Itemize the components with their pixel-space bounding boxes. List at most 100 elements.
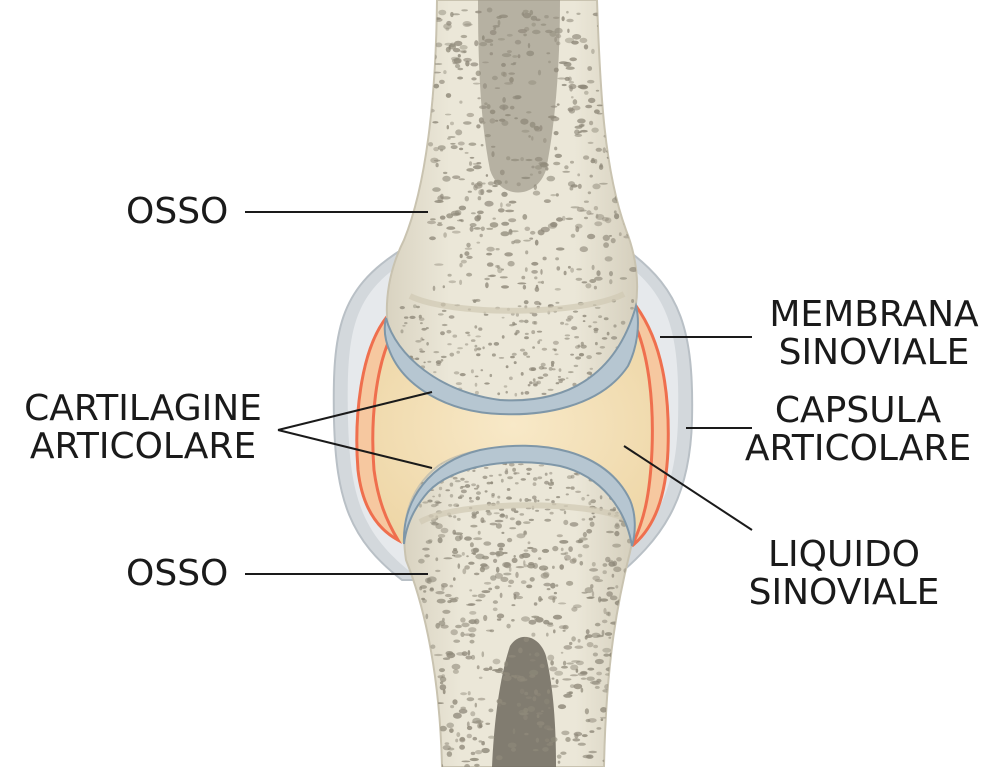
bone-pore [567, 181, 576, 187]
bone-pore [466, 272, 473, 277]
bone-pore [495, 119, 499, 122]
bone-pore [425, 327, 429, 330]
bone-pore [463, 57, 472, 62]
bone-pore [451, 663, 461, 670]
bone-pore [432, 495, 435, 498]
bone-pore [465, 331, 470, 334]
bone-pore [613, 324, 617, 328]
bone-pore [605, 217, 612, 224]
bone-pore [558, 61, 569, 65]
bone-pore [490, 575, 497, 581]
bone-pore [596, 270, 601, 277]
bone-pore [582, 544, 590, 549]
bone-pore [547, 482, 555, 486]
bone-pore [564, 165, 569, 170]
bone-pore [615, 94, 624, 97]
bone-pore [458, 708, 468, 714]
label-cartilagine-line1: CARTILAGINE [24, 388, 262, 429]
bone-pore [508, 566, 512, 572]
bone-pore [607, 141, 616, 146]
bone-pore [432, 121, 439, 124]
bone-pore [593, 330, 598, 334]
bone-pore [443, 171, 448, 175]
bone-pore [565, 493, 569, 496]
bone-pore [543, 199, 551, 204]
bone-pore [533, 184, 537, 191]
bone-pore [544, 480, 550, 485]
bone-pore [459, 279, 463, 285]
bone-pore [570, 160, 574, 164]
bone-pore [542, 747, 549, 752]
bone-pore [469, 611, 477, 615]
bone-pore [612, 507, 617, 511]
bone-pore [526, 467, 532, 471]
bone-pore [574, 125, 583, 129]
bone-pore [455, 63, 461, 69]
bone-pore [473, 537, 483, 541]
bone-pore [581, 518, 586, 521]
bone-pore [493, 558, 498, 564]
bone-pore [441, 196, 451, 200]
bone-pore [638, 13, 641, 16]
bone-pore [548, 595, 557, 600]
bone-pore [533, 602, 538, 606]
bone-pore [550, 116, 560, 122]
bone-pore [442, 175, 451, 182]
bone-pore [524, 732, 529, 736]
bone-pore [433, 83, 440, 89]
bone-pore [616, 167, 620, 171]
bone-pore [474, 325, 478, 329]
bone-pore [615, 585, 619, 589]
bone-pore [537, 229, 545, 236]
bone-pore [581, 591, 588, 594]
bone-pore [602, 689, 612, 693]
bone-pore [423, 361, 426, 364]
label-membrana-line1: MEMBRANA [769, 294, 979, 335]
bone-pore [435, 591, 445, 595]
bone-pore [606, 115, 615, 118]
bone-pore [484, 277, 490, 281]
bone-pore [475, 599, 483, 602]
bone-pore [556, 217, 563, 222]
bone-pore [538, 339, 543, 342]
label-membrana-sinoviale: MEMBRANA SINOVIALE [758, 296, 990, 372]
bone-pore [504, 180, 508, 184]
bone-pore [468, 142, 477, 146]
bone-pore [416, 701, 424, 707]
bone-pore [614, 523, 620, 530]
bone-pore [477, 697, 486, 701]
bone-pore [515, 566, 525, 569]
bone-pore [439, 79, 445, 84]
bone-pore [514, 675, 517, 679]
bone-pore [619, 277, 628, 280]
bone-pore [436, 223, 443, 227]
bone-pore [425, 718, 429, 723]
bone-pore [625, 92, 634, 98]
bone-pore [498, 703, 501, 707]
bone-pore [611, 573, 615, 578]
bone-pore [588, 750, 597, 754]
bone-pore [464, 536, 472, 541]
bone-pore [514, 482, 519, 485]
bone-pore [453, 639, 461, 643]
bone-pore [452, 175, 461, 179]
bone-pore [478, 676, 483, 679]
bone-pore [531, 261, 539, 266]
bone-pore [618, 109, 624, 112]
bone-pore [613, 210, 617, 214]
bone-pore [418, 558, 425, 564]
bone-pore [594, 579, 604, 583]
bone-pore [632, 17, 638, 23]
bone-pore [503, 572, 512, 576]
bone-pore [604, 632, 613, 636]
bone-pore [515, 571, 519, 579]
bone-pore [553, 591, 558, 595]
bone-pore [576, 268, 582, 271]
bottom-bone [403, 445, 634, 768]
bone-pore [480, 226, 485, 232]
bone-pore [528, 653, 532, 656]
bone-pore [469, 496, 472, 500]
bone-pore [555, 382, 560, 385]
bone-pore [476, 491, 481, 495]
bone-pore [570, 206, 580, 209]
